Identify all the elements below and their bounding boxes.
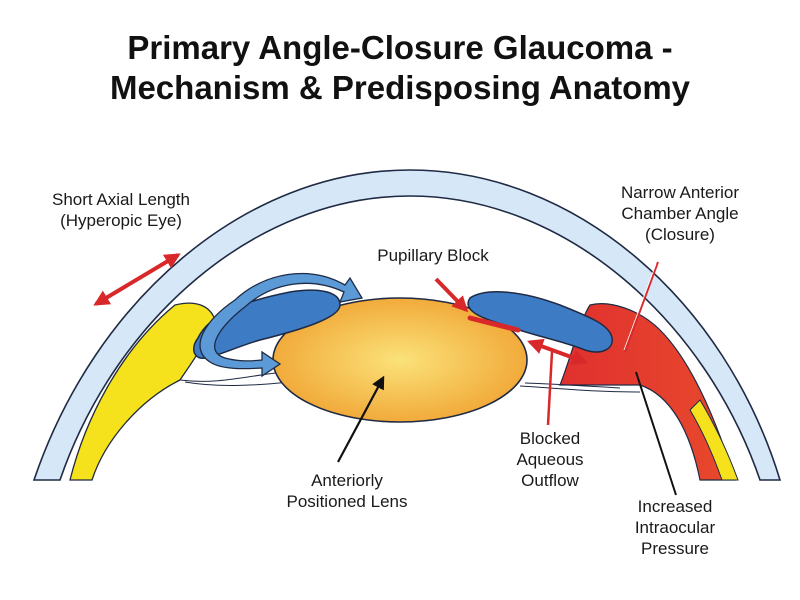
iop-pointer-line bbox=[635, 371, 677, 496]
cornea-arc bbox=[32, 169, 782, 481]
pupillary-block-contact bbox=[467, 315, 521, 333]
axial-length-label: Short Axial Length (Hyperopic Eye) bbox=[52, 190, 190, 230]
zonule-lines bbox=[179, 371, 641, 393]
blocked-outflow-pointer bbox=[546, 351, 554, 426]
lens-label: Anteriorly Positioned Lens bbox=[286, 471, 408, 511]
narrow-angle-pointer-white bbox=[623, 263, 657, 351]
axial-length-arrow bbox=[93, 253, 181, 306]
pupillary-block-arrow bbox=[434, 277, 469, 313]
aqueous-flow-arrow bbox=[199, 272, 364, 378]
narrow-angle-label: Narrow Anterior Chamber Angle (Closure) bbox=[620, 183, 740, 244]
lens-pointer-arrow bbox=[337, 375, 385, 463]
left-iris bbox=[193, 289, 341, 359]
iop-label: Increased Intraocular Pressure bbox=[634, 497, 716, 558]
title-line-1: Primary Angle-Closure Glaucoma - bbox=[127, 29, 673, 66]
pupillary-block-label: Pupillary Block bbox=[377, 246, 489, 265]
blocked-outflow-label: Blocked Aqueous Outflow bbox=[516, 429, 584, 490]
narrow-angle-pointer bbox=[624, 261, 659, 353]
blocked-outflow-arrow bbox=[526, 338, 589, 366]
page-title: Primary Angle-Closure Glaucoma - Mechani… bbox=[0, 28, 800, 108]
title-line-2: Mechanism & Predisposing Anatomy bbox=[109, 69, 691, 106]
right-yellow-band bbox=[689, 399, 739, 481]
